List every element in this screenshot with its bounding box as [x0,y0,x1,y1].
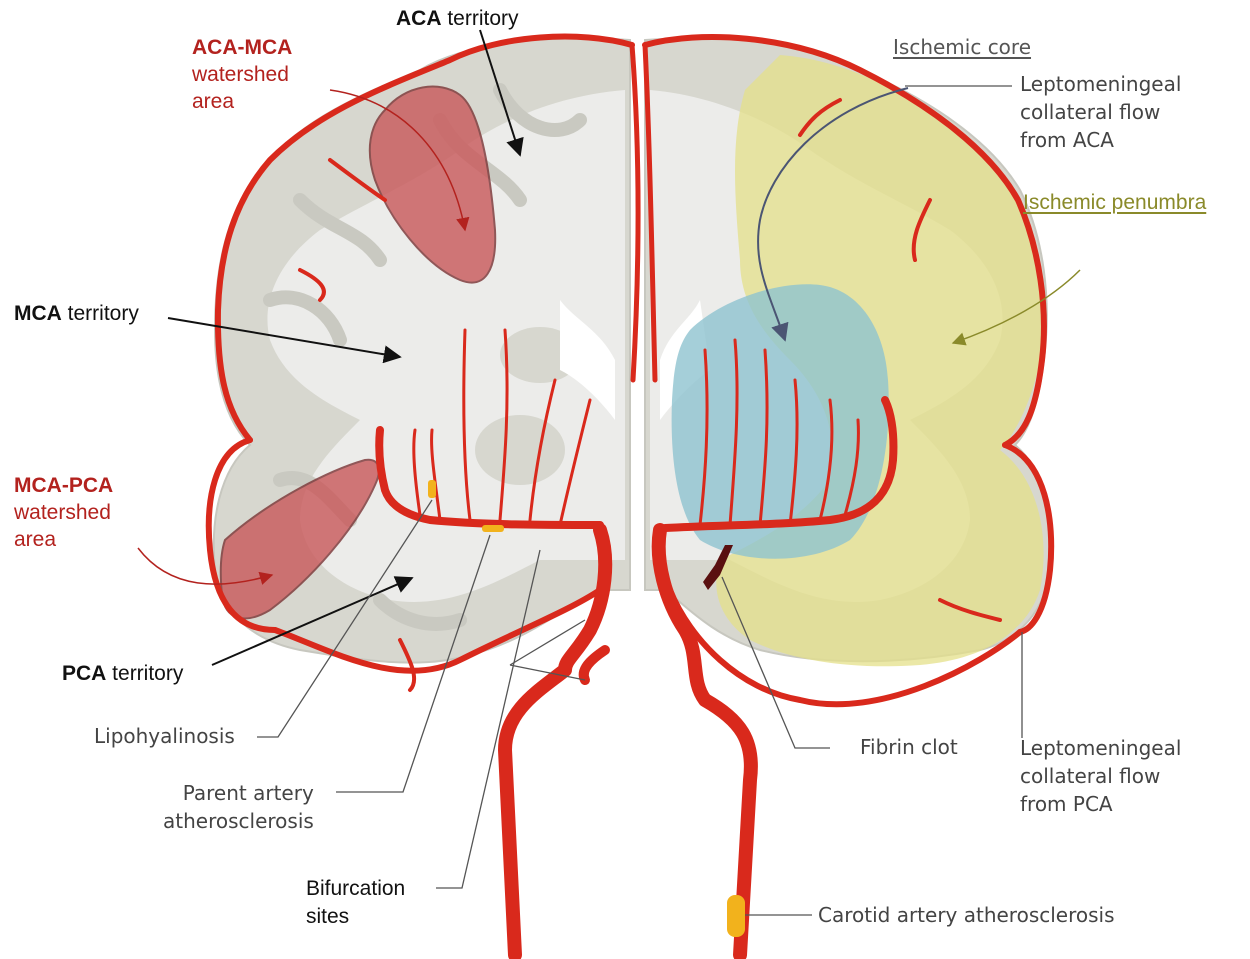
plaque-marker-1 [428,480,436,498]
carotid-plaque-marker [727,895,745,937]
lipohyalinosis-label: Lipohyalinosis [94,722,235,750]
lepto-pca-label: Leptomeningeal collateral flow from PCA [1020,734,1181,818]
ischemic-core-label: Ischemic core [893,33,1031,61]
mca-territory-label: MCA territory [14,300,139,328]
lepto-aca-label: Leptomeningeal collateral flow from ACA [1020,70,1181,154]
parent-artery-label: Parent artery atherosclerosis [163,779,314,835]
ischemic-penumbra-label: Ischemic penumbra [1023,189,1206,217]
carotid-atherosclerosis-label: Carotid artery atherosclerosis [818,901,1115,929]
plaque-marker-2 [482,525,504,532]
pca-territory-label: PCA territory [62,660,183,688]
bifurcation-sites-label: Bifurcation sites [306,875,405,931]
mca-pca-watershed-label: MCA-PCA watershed area [14,472,113,553]
aca-mca-watershed-label: ACA-MCA watershed area [192,34,292,115]
fibrin-clot-label: Fibrin clot [860,733,958,761]
aca-territory-label: ACA territory [396,5,519,33]
